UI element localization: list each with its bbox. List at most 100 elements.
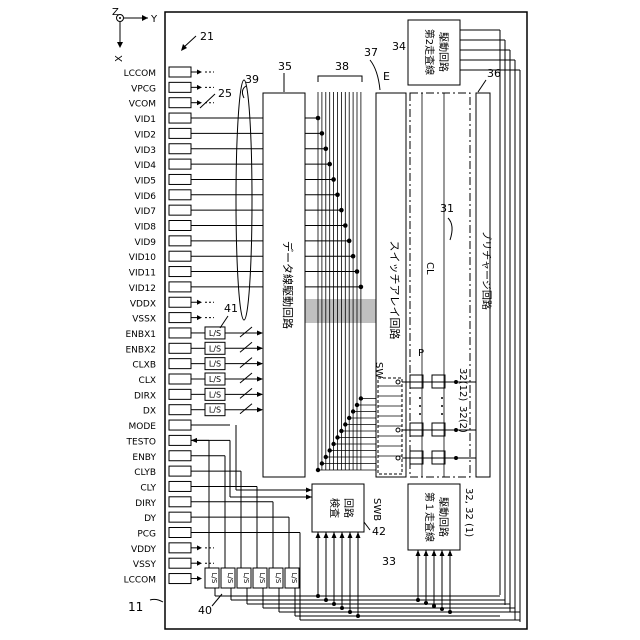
ref-32-2: 32(2): [457, 406, 468, 433]
second-scan-driver-label-1: 第2走査線: [423, 29, 436, 75]
ls-bracket: [240, 327, 252, 337]
arrow-icon: [197, 545, 202, 550]
pin-terminal: [169, 543, 191, 553]
pin-terminal: [169, 389, 191, 399]
arrow-icon: [340, 532, 345, 538]
precharge-label: プリチャージ回路: [480, 230, 493, 310]
first-scan-driver-label-1: 第１走査線: [423, 492, 436, 542]
pin-terminal: [169, 405, 191, 415]
arrow-icon: [197, 576, 202, 581]
arrow-icon: [257, 346, 263, 351]
pin-terminal: [169, 67, 191, 77]
pin-label: CLY: [140, 483, 156, 493]
pin-label: VID4: [135, 161, 157, 171]
ls-bracket: [240, 404, 252, 414]
ref-21: 21: [200, 30, 214, 43]
level-shifter-label: L/S: [290, 573, 298, 584]
ls-bracket: [240, 373, 252, 383]
pin-terminal: [169, 435, 191, 445]
ref-sw: SW: [373, 362, 384, 378]
pin-terminal: [169, 190, 191, 200]
pin-terminal: [169, 481, 191, 491]
pin-label: VCOM: [129, 100, 156, 110]
ref-34: 34: [392, 40, 406, 53]
pin-terminal: [169, 574, 191, 584]
pin-terminal: [169, 251, 191, 261]
pin-terminal: [169, 313, 191, 323]
pin-label: TESTO: [126, 437, 156, 447]
arrow-icon: [348, 532, 353, 538]
pin-terminal: [169, 328, 191, 338]
junction-dot: [440, 607, 444, 611]
ls-bracket: [240, 342, 252, 352]
ref-42: 42: [372, 525, 386, 538]
pin-label: VSSX: [132, 315, 156, 325]
pin-terminal: [169, 374, 191, 384]
pin-label: DIRY: [135, 499, 156, 509]
pin-label: VID11: [129, 269, 156, 279]
pin-label: ENBY: [132, 453, 156, 463]
arrow-icon: [432, 550, 437, 556]
level-shifter-label: L/S: [209, 375, 221, 384]
arrow-icon: [197, 561, 202, 566]
pin-terminal: [169, 236, 191, 246]
vid-bundle-ellipse: [236, 80, 252, 320]
pin-terminal: [169, 528, 191, 538]
junction-dot: [316, 594, 320, 598]
arrow-icon: [416, 550, 421, 556]
pin-label: CLYB: [134, 468, 156, 478]
pin-label: MODE: [129, 422, 157, 432]
arrow-icon: [424, 550, 429, 556]
pin-terminal: [169, 159, 191, 169]
pin-label: VID2: [135, 130, 156, 140]
junction-dot: [356, 614, 360, 618]
level-shifter-label: L/S: [226, 573, 234, 584]
pin-terminal: [169, 98, 191, 108]
ref-32-32-1: 32, 32 (1): [463, 488, 474, 537]
arrow-icon: [197, 70, 202, 75]
ellipsis-dot: [419, 413, 421, 415]
arrow-icon: [324, 532, 329, 538]
pin-label: PCG: [137, 530, 156, 540]
pin-terminal: [169, 343, 191, 353]
pin-label: DIRX: [134, 391, 156, 401]
pin-label: CLXB: [132, 361, 156, 371]
pin-label: VID9: [135, 238, 157, 248]
pin-label: VDDX: [130, 299, 156, 309]
arrow-icon: [197, 300, 202, 305]
svg-text:11: 11: [128, 600, 143, 614]
pin-label: VID1: [135, 115, 156, 125]
pin-label: VID10: [129, 253, 156, 263]
ref-32-12: 32(12): [457, 368, 468, 401]
junction-dot: [332, 602, 336, 606]
ref-31: 31: [440, 202, 454, 215]
ellipsis-dot: [441, 397, 443, 399]
junction-dot: [348, 610, 352, 614]
pin-terminal: [169, 451, 191, 461]
arrow-icon: [306, 488, 312, 493]
pin-terminal: [169, 205, 191, 215]
arrow-icon: [197, 100, 202, 105]
arrow-icon: [448, 550, 453, 556]
pin-terminal: [169, 466, 191, 476]
arrow-icon: [356, 532, 361, 538]
pin-terminal: [169, 558, 191, 568]
pin-label: VID12: [129, 284, 156, 294]
ls-bracket: [240, 358, 252, 368]
ellipsis-dot: [441, 405, 443, 407]
level-shifter-label: L/S: [209, 344, 221, 353]
level-shifter-label: L/S: [209, 390, 221, 399]
ref-p: P: [418, 348, 424, 359]
coordinate-axes: Z Y X: [112, 7, 158, 62]
pin-terminal: [169, 128, 191, 138]
pin-label: LCCOM: [124, 576, 156, 586]
terminal-pins: LCCOMVPCGVCOMVID1VID2VID3VID4VID5VID6VID…: [124, 67, 191, 586]
arrow-icon: [332, 532, 337, 538]
pin-terminal: [169, 144, 191, 154]
level-shifter-label: L/S: [258, 573, 266, 584]
pin-label: ENBX1: [126, 330, 157, 340]
junction-dot: [448, 610, 452, 614]
pin-label: VID3: [135, 146, 156, 156]
junction-dot: [340, 606, 344, 610]
